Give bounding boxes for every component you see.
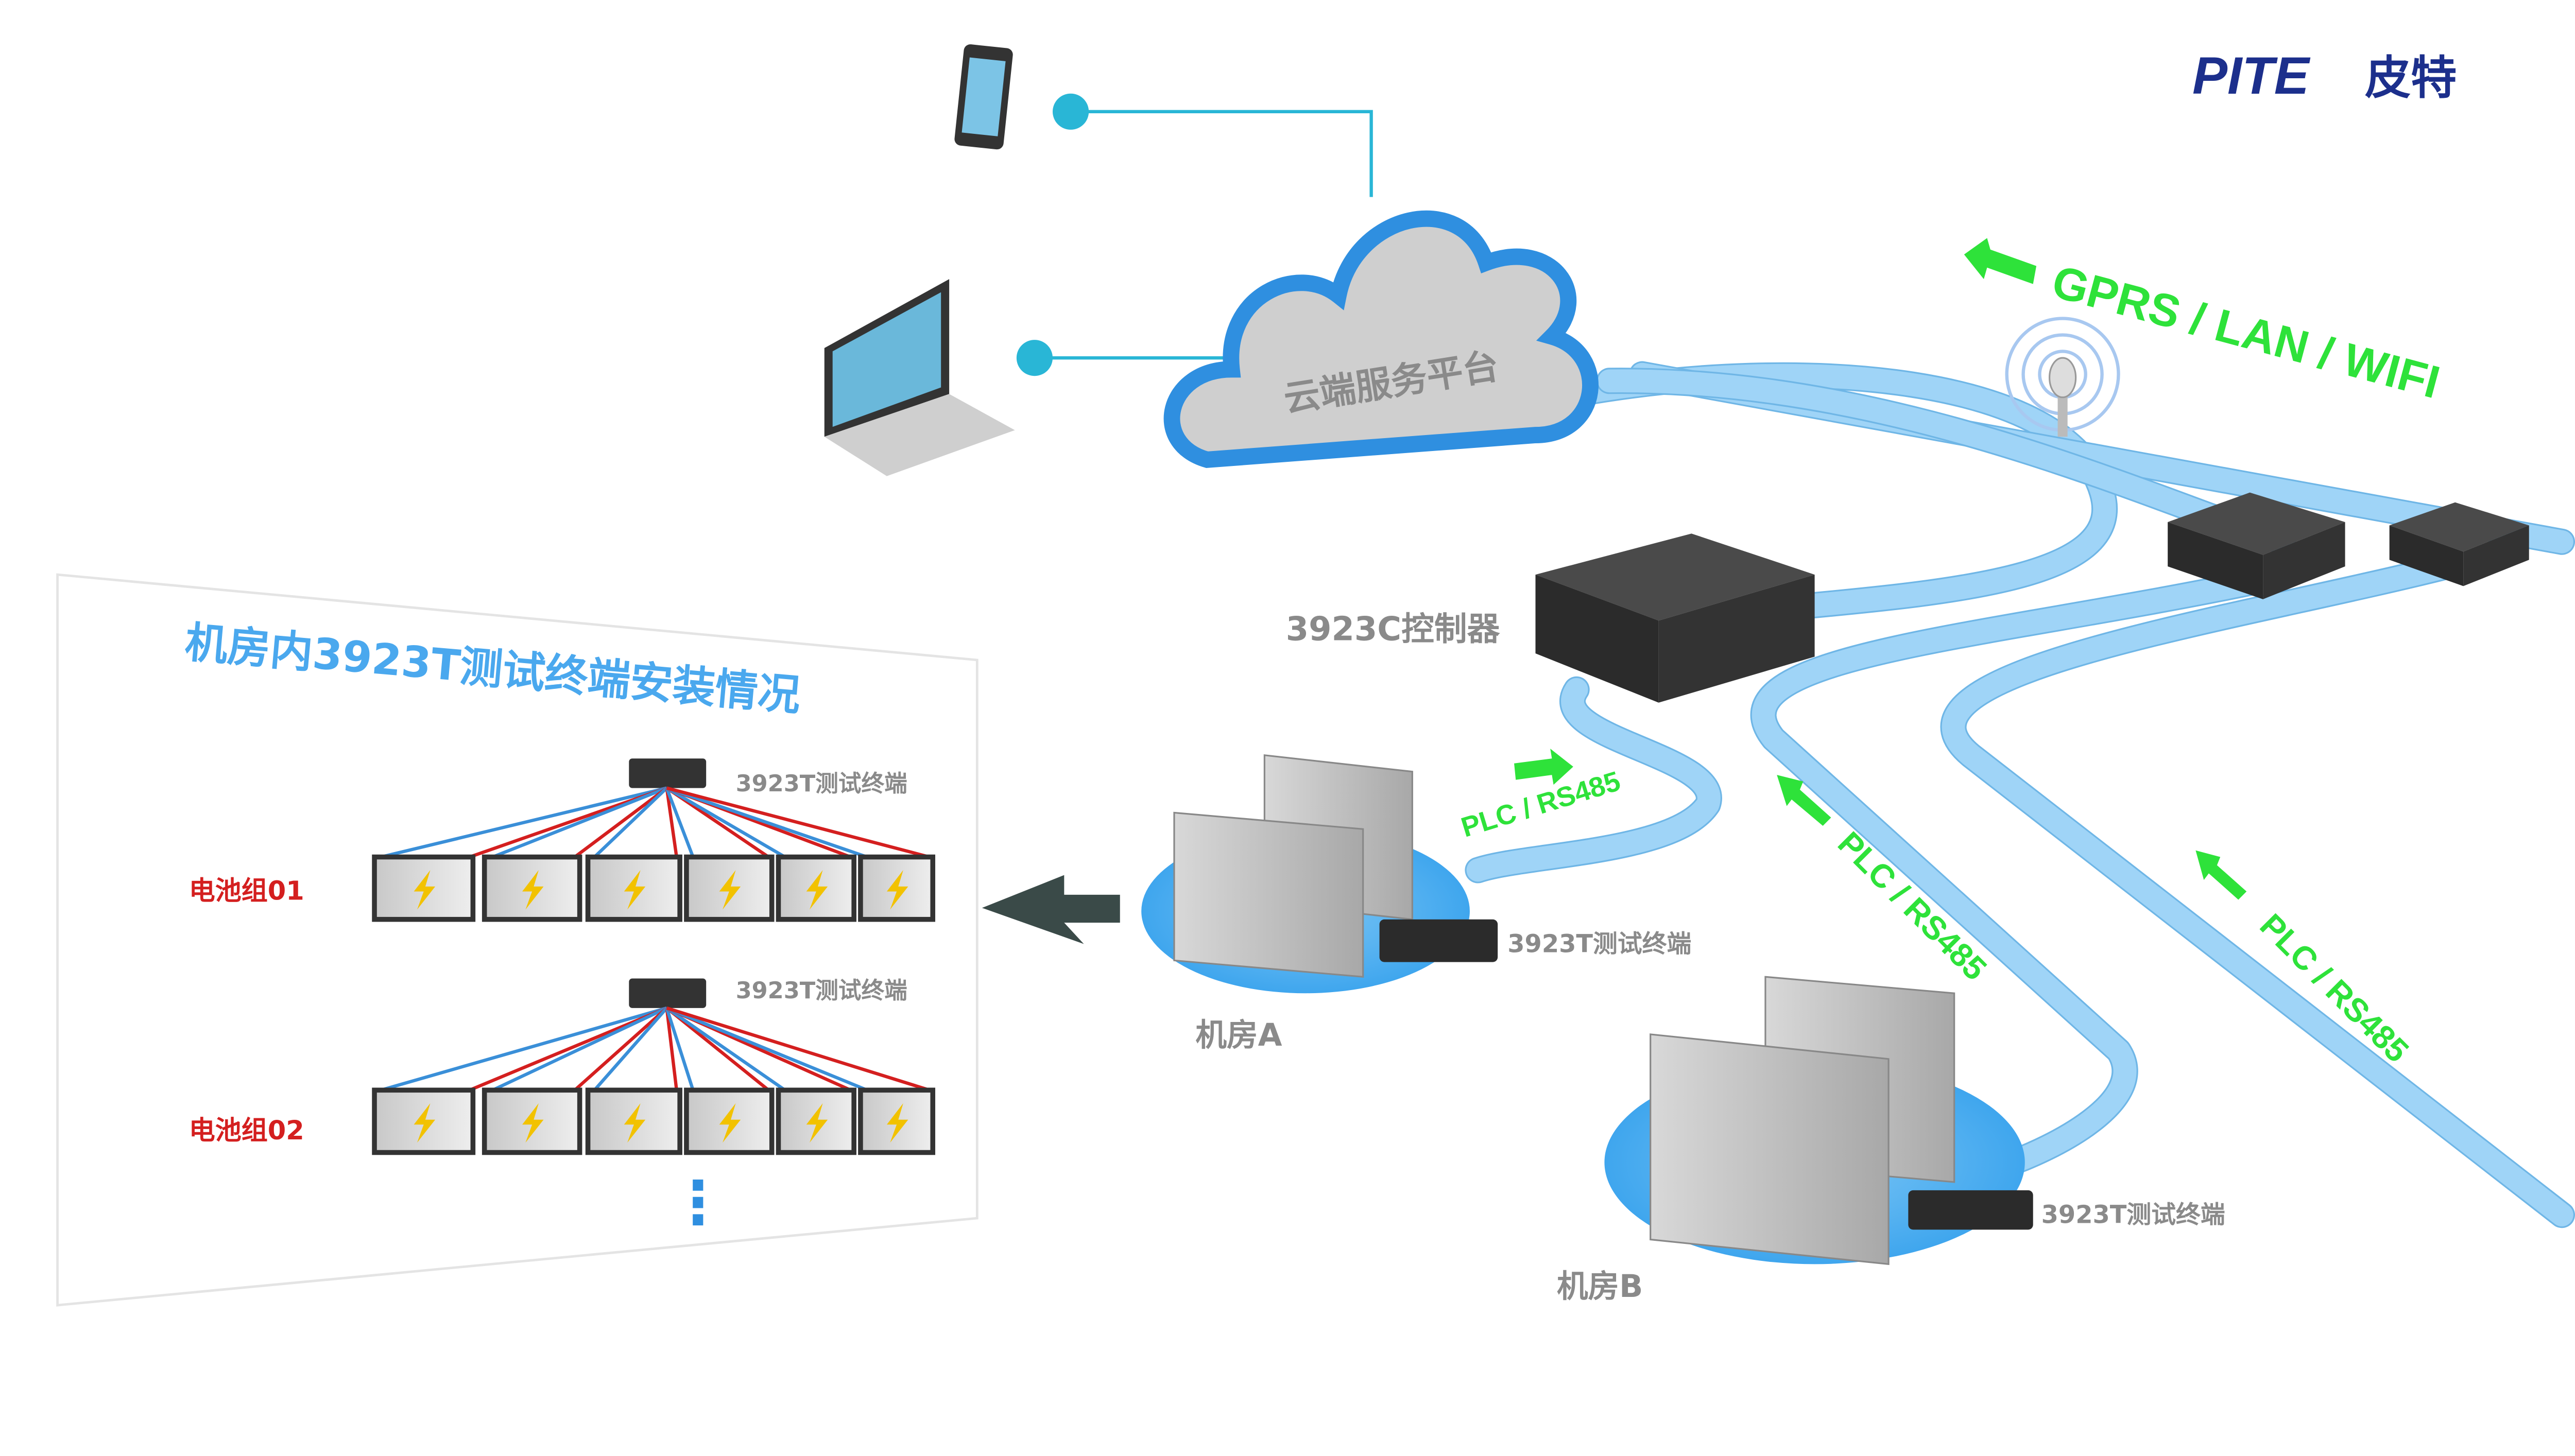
system-diagram: PITE 皮特 云端服务平台 GPRS / xyxy=(56,44,2575,1307)
remote-controller-icon xyxy=(2168,492,2345,599)
bus-arrow-icon xyxy=(1777,775,1831,826)
terminal-3923t-icon xyxy=(1379,919,1498,962)
sense-wires xyxy=(381,786,930,859)
remote-controller-icon xyxy=(2389,502,2529,586)
controller-3923c-icon xyxy=(1535,533,1815,703)
uplink-arrow-icon xyxy=(1964,238,2037,284)
bus-arrow-icon xyxy=(2195,850,2247,900)
battery-icon xyxy=(482,1087,582,1155)
uplink-label: GPRS / LAN / WIFI xyxy=(2047,255,2445,408)
room-b-terminal-label: 3923T测试终端 xyxy=(2041,1201,2225,1229)
battery-icon xyxy=(858,1087,936,1155)
battery-icon xyxy=(858,854,936,922)
pite-logo: PITE 皮特 xyxy=(2192,46,2457,105)
room-b: 3923T测试终端 机房B xyxy=(1557,976,2225,1305)
group-02-label: 电池组02 xyxy=(189,1116,304,1146)
battery-icon xyxy=(585,1087,682,1155)
battery-icon xyxy=(684,1087,775,1155)
logo-brand-cn: 皮特 xyxy=(2365,51,2457,105)
battery-icon xyxy=(684,854,775,922)
cloud-platform-icon: 云端服务平台 xyxy=(1163,210,1599,468)
network-paths xyxy=(1465,361,2575,1228)
tablet-link-line xyxy=(1071,110,1373,197)
terminal-3923t-icon xyxy=(629,758,707,788)
group-02-terminal-label: 3923T测试终端 xyxy=(736,977,907,1004)
sense-wires xyxy=(380,1006,930,1092)
controller-label: 3923C控制器 xyxy=(1286,611,1501,649)
terminal-3923t-icon xyxy=(1908,1190,2033,1230)
laptop-icon xyxy=(824,279,1015,476)
detail-arrow-icon xyxy=(982,875,1120,944)
room-a-terminal-label: 3923T测试终端 xyxy=(1507,930,1691,958)
tablet-icon xyxy=(954,44,1013,150)
room-b-label: 机房B xyxy=(1557,1269,1643,1305)
installation-panel: 机房内3923T测试终端安装情况 3923T测试终端 电池组01 3923T测试… xyxy=(56,573,978,1307)
bus-arrow-icon xyxy=(1514,749,1573,785)
terminal-3923t-icon xyxy=(629,978,707,1008)
group-01-terminal-label: 3923T测试终端 xyxy=(736,770,907,797)
battery-group-01: 3923T测试终端 电池组01 xyxy=(189,758,936,922)
battery-icon xyxy=(585,854,682,922)
laptop-link-dot xyxy=(1016,340,1053,376)
more-groups-indicator: ⋮ xyxy=(668,1169,728,1238)
battery-icon xyxy=(776,1087,856,1155)
battery-icon xyxy=(372,1087,476,1155)
logo-brand: PITE xyxy=(2192,46,2311,105)
group-01-label: 电池组01 xyxy=(189,876,304,906)
room-a: 3923T测试终端 机房A xyxy=(1141,754,1691,1053)
room-a-label: 机房A xyxy=(1195,1017,1282,1053)
battery-icon xyxy=(372,854,476,922)
antenna-icon xyxy=(2005,317,2120,437)
bus-label-room-a: PLC / RS485 xyxy=(1457,766,1624,843)
battery-icon xyxy=(776,854,856,922)
battery-group-02: 3923T测试终端 电池组02 xyxy=(189,977,936,1155)
battery-icon xyxy=(482,854,582,922)
